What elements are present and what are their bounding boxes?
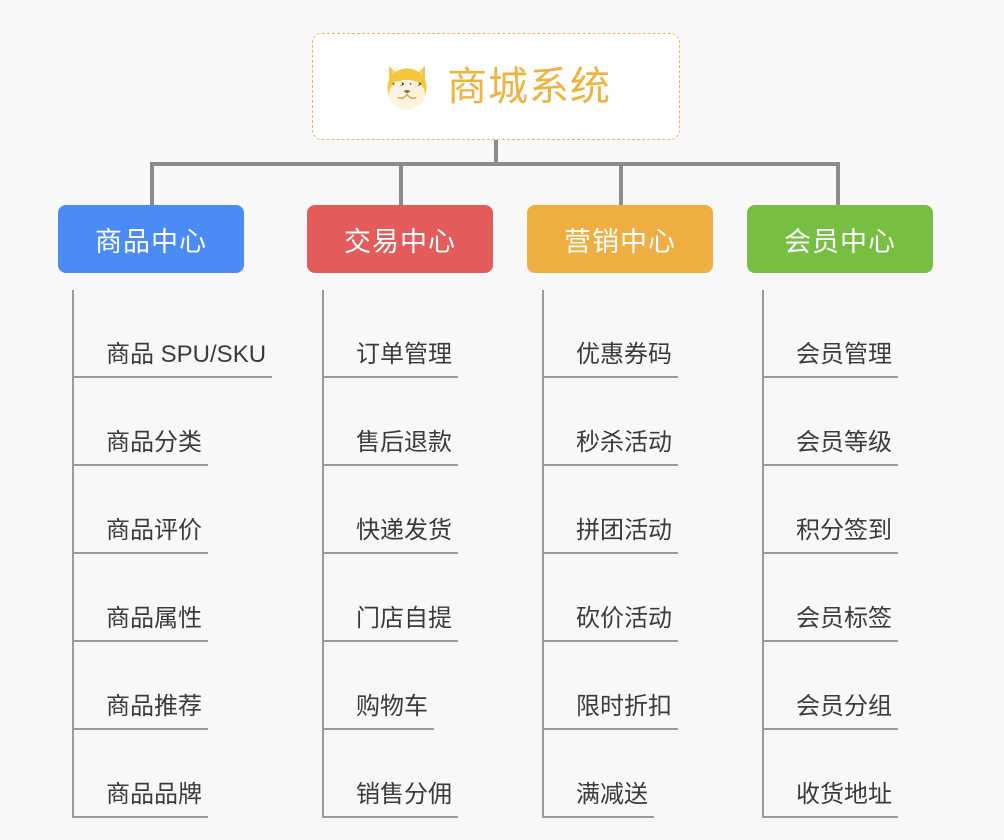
branch-column-product: 商品 SPU/SKU 商品分类 商品评价 商品属性 商品推荐 商品品牌 [72,290,292,818]
leaf-item[interactable]: 门店自提 [322,554,542,642]
leaf-item-label: 限时折扣 [542,695,678,730]
leaf-item-label: 会员标签 [762,607,898,642]
leaf-item-label: 商品属性 [72,607,208,642]
leaf-item-label: 优惠券码 [542,343,678,378]
root-node-shop-system[interactable]: 商城系统 [312,33,680,140]
branch-header-product[interactable]: 商品中心 [58,205,244,273]
leaf-item-label: 购物车 [322,695,434,730]
branch-column-marketing: 优惠券码 秒杀活动 拼团活动 砍价活动 限时折扣 满减送 [542,290,762,818]
leaf-item[interactable]: 收货地址 [762,730,982,818]
leaf-item[interactable]: 快递发货 [322,466,542,554]
leaf-item[interactable]: 商品分类 [72,378,292,466]
branch-column-trade: 订单管理 售后退款 快递发货 门店自提 购物车 销售分佣 [322,290,542,818]
connector-drop-3 [619,162,623,206]
leaf-item[interactable]: 会员管理 [762,290,982,378]
leaf-item[interactable]: 会员分组 [762,642,982,730]
leaf-item-label: 商品分类 [72,431,208,466]
branch-header-label: 商品中心 [95,226,207,257]
leaf-item[interactable]: 秒杀活动 [542,378,762,466]
leaf-item-label: 商品 SPU/SKU [72,343,273,378]
leaf-item[interactable]: 优惠券码 [542,290,762,378]
branch-column-member: 会员管理 会员等级 积分签到 会员标签 会员分组 收货地址 [762,290,982,818]
leaf-item[interactable]: 积分签到 [762,466,982,554]
branch-header-label: 交易中心 [344,226,456,257]
shiba-dog-face-icon [387,65,427,110]
root-node-label: 商城系统 [447,64,611,109]
leaf-item-label: 会员等级 [762,431,898,466]
leaf-item[interactable]: 购物车 [322,642,542,730]
leaf-item-label: 会员管理 [762,343,898,378]
leaf-item[interactable]: 满减送 [542,730,762,818]
connector-root-stem [494,140,498,164]
leaf-item[interactable]: 商品评价 [72,466,292,554]
leaf-item-label: 会员分组 [762,695,898,730]
branch-trunk-line [72,290,74,818]
leaf-item-label: 收货地址 [762,783,898,818]
leaf-item[interactable]: 商品品牌 [72,730,292,818]
leaf-item-label: 商品推荐 [72,695,208,730]
leaf-item-label: 拼团活动 [542,519,678,554]
branch-header-label: 营销中心 [564,226,676,257]
leaf-item[interactable]: 商品推荐 [72,642,292,730]
leaf-item[interactable]: 限时折扣 [542,642,762,730]
leaf-item-label: 秒杀活动 [542,431,678,466]
leaf-item-label: 快递发货 [322,519,458,554]
leaf-item-label: 商品品牌 [72,783,208,818]
leaf-item-label: 满减送 [542,783,654,818]
connector-bus [150,162,840,166]
leaf-item[interactable]: 销售分佣 [322,730,542,818]
leaf-item-label: 商品评价 [72,519,208,554]
branch-header-label: 会员中心 [784,226,896,257]
connector-drop-4 [836,162,840,206]
leaf-item[interactable]: 会员等级 [762,378,982,466]
branch-trunk-line [322,290,324,818]
leaf-item[interactable]: 订单管理 [322,290,542,378]
leaf-item-label: 售后退款 [322,431,458,466]
leaf-item-label: 门店自提 [322,607,458,642]
leaf-item-label: 砍价活动 [542,607,678,642]
leaf-item[interactable]: 商品属性 [72,554,292,642]
leaf-item[interactable]: 砍价活动 [542,554,762,642]
leaf-item-label: 积分签到 [762,519,898,554]
leaf-item[interactable]: 会员标签 [762,554,982,642]
branch-header-marketing[interactable]: 营销中心 [527,205,713,273]
branch-header-trade[interactable]: 交易中心 [307,205,493,273]
leaf-item[interactable]: 拼团活动 [542,466,762,554]
leaf-item-label: 销售分佣 [322,783,458,818]
leaf-item[interactable]: 售后退款 [322,378,542,466]
connector-drop-1 [150,162,154,206]
branch-trunk-line [762,290,764,818]
branch-header-member[interactable]: 会员中心 [747,205,933,273]
branch-trunk-line [542,290,544,818]
leaf-item-label: 订单管理 [322,343,458,378]
leaf-item[interactable]: 商品 SPU/SKU [72,290,292,378]
connector-drop-2 [399,162,403,206]
